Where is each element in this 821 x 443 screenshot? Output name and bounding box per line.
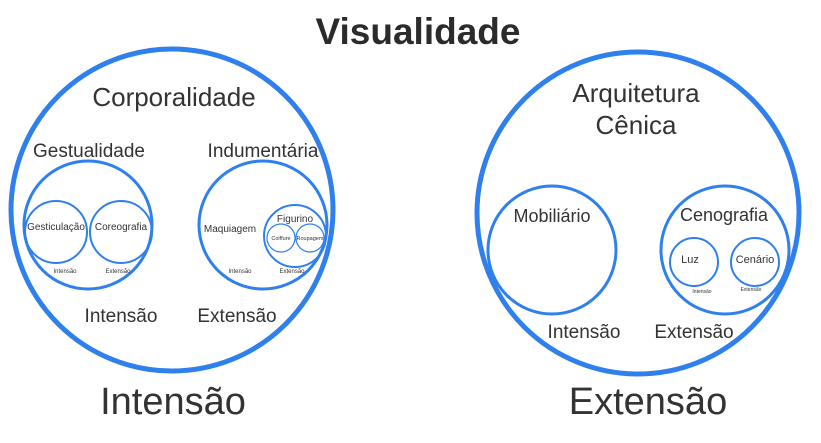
corporalidade-label: Corporalidade <box>92 82 255 112</box>
indumentaria-circle <box>197 159 329 291</box>
corporalidade-extensao-label: Extensão <box>197 306 276 327</box>
indumentaria-small-intensao: Intensão <box>228 269 252 275</box>
right-bottom-label: Extensão <box>569 381 727 423</box>
gestualidade-small-intensao: Intensão <box>53 269 77 275</box>
corporalidade-intensao-label: Intensão <box>85 306 158 327</box>
arquitetura-extensao-label: Extensão <box>654 322 733 343</box>
gestualidade-label: Gestualidade <box>33 141 145 162</box>
coreografia-label: Coreografia <box>95 222 148 233</box>
coreografia-circle <box>89 200 153 264</box>
luz-circle <box>669 237 719 287</box>
gesticulacao-label: Gesticulação <box>27 222 85 233</box>
indumentaria-small-extensao: Extensão <box>279 269 305 275</box>
roupagem-label: Roupagem <box>297 236 324 242</box>
roupagem-circle <box>295 223 325 253</box>
mobiliario-label: Mobiliário <box>513 206 590 226</box>
arquitetura-cenica-label-line2: Cênica <box>596 110 677 140</box>
arquitetura-cenica-circle <box>474 49 802 377</box>
gesticulacao-circle <box>24 200 88 264</box>
cenario-label: Cenário <box>736 254 775 266</box>
indumentaria-label: Indumentária <box>208 141 319 162</box>
coiffure-circle <box>266 223 296 253</box>
diagram-title: Visualidade <box>316 11 521 52</box>
arquitetura-cenica-label-line1: Arquitetura <box>572 78 700 108</box>
coiffure-label: Coiffure <box>271 236 290 242</box>
cenario-circle <box>730 237 780 287</box>
arquitetura-intensao-label: Intensão <box>548 322 621 343</box>
figurino-circle <box>263 204 327 268</box>
cenografia-circle <box>659 184 791 316</box>
figurino-label: Figurino <box>277 214 314 225</box>
corporalidade-circle <box>8 46 336 374</box>
cenografia-label: Cenografia <box>680 205 769 225</box>
maquiagem-label: Maquiagem <box>204 224 256 235</box>
cenografia-small-extensao: Extensão <box>741 287 762 293</box>
cenografia-small-intensao: Intensão <box>692 289 711 295</box>
mobiliario-circle <box>486 184 618 316</box>
left-bottom-label: Intensão <box>100 381 246 423</box>
gestualidade-small-extensao: Extensão <box>105 269 131 275</box>
luz-label: Luz <box>681 254 699 266</box>
